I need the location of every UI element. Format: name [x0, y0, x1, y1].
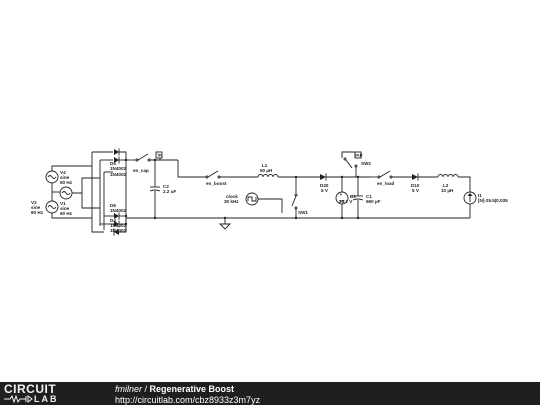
l1-value: 50 µH [260, 168, 273, 173]
switch-en-cap [135, 153, 151, 162]
v1-type: sine [60, 206, 70, 211]
b1-name: B1 [350, 194, 356, 199]
v2-freq: 60 Hz [31, 210, 44, 215]
en-cap-label: en_cap [133, 168, 149, 173]
inductor-l2 [437, 174, 459, 178]
circuitlab-logo[interactable]: CIRCUIT LAB [4, 383, 92, 404]
v1-freq: 60 Hz [60, 211, 73, 216]
logo-circuit-icon [4, 395, 33, 403]
switch-en-load [377, 170, 393, 179]
probe-in-box [155, 151, 163, 159]
sw1-label: SW1 [298, 210, 308, 215]
diode-d5 [114, 148, 120, 156]
c2-value: 2.2 uF [163, 189, 176, 194]
svg-text:+: + [340, 192, 343, 197]
author-link[interactable]: fmilner [115, 384, 143, 394]
v4-freq: 60 Hz [60, 180, 73, 185]
d4-name: D4 [110, 218, 116, 223]
d20-value: 5 V [321, 188, 329, 193]
ground-symbol [218, 218, 232, 230]
probe-out-label: out [355, 153, 363, 158]
d4-part: 1N4002 [110, 223, 127, 228]
v2-name: V2 [31, 200, 37, 205]
v1-name: V1 [60, 201, 66, 206]
capacitor-c1 [352, 195, 364, 201]
c2-name: C2 [163, 184, 169, 189]
d10-value: 5 V [412, 188, 420, 193]
c1-value: 560 µF [366, 199, 381, 204]
ac-source-v4 [45, 170, 59, 184]
en-load-label: en_load [377, 181, 395, 186]
d5-part: 1N4002 [110, 166, 127, 171]
l2-name: L2 [443, 183, 449, 188]
v2-type: sine [31, 205, 41, 210]
d3-part: 1N4002 [110, 172, 127, 177]
switch-sw1 [291, 193, 298, 210]
diode-d10 [412, 173, 419, 181]
i1-value: [N]-25.5|0.035 [478, 198, 508, 203]
l2-value: 10 µH [441, 188, 454, 193]
logo-text-bottom: LAB [34, 394, 59, 404]
en-boost-label: en_boost [206, 181, 227, 186]
circuit-title: Regenerative Boost [149, 384, 235, 394]
b1-value: 25.2 V [339, 199, 353, 204]
diode-d20 [320, 173, 327, 181]
d6-part: 1N4002 [110, 208, 127, 213]
circuit-schematic: + V4 sine 60 Hz [31, 148, 508, 236]
l1-name: L1 [262, 163, 268, 168]
probe-in-label: in [158, 153, 162, 158]
v4-type: sine [60, 175, 70, 180]
d20-name: D20 [320, 183, 329, 188]
d7-part: 1N4002 [110, 228, 127, 233]
title-separator: / [142, 384, 150, 394]
d6-name: D6 [110, 203, 116, 208]
sw2-label: SW2 [361, 161, 371, 166]
d5-name: D5 [110, 161, 116, 166]
d10-name: D10 [411, 183, 420, 188]
footer-bar: CIRCUIT LAB fmilner / Regenerative Boost… [0, 382, 540, 405]
probe-out-box [354, 151, 362, 159]
switch-en-boost [205, 170, 221, 179]
i1-name: I1 [478, 193, 482, 198]
inductor-l1 [257, 174, 279, 178]
c1-name: C1 [366, 194, 372, 199]
capacitor-c2 [149, 186, 161, 192]
ac-source-v2 [45, 200, 59, 214]
clock-source [245, 192, 259, 206]
current-source-i1 [463, 191, 477, 205]
v4-name: V4 [60, 170, 66, 175]
diode-d7 [113, 228, 119, 236]
logo-text-top: CIRCUIT [4, 382, 57, 396]
circuit-url-link[interactable]: http://circuitlab.com/cbz8933z3m7yz [115, 395, 261, 405]
ac-source-v1 [59, 186, 73, 200]
footer-meta: fmilner / Regenerative Boost http://circ… [115, 384, 260, 406]
clock-name: clock [226, 194, 238, 199]
clock-freq: 30 kHz [224, 199, 239, 204]
